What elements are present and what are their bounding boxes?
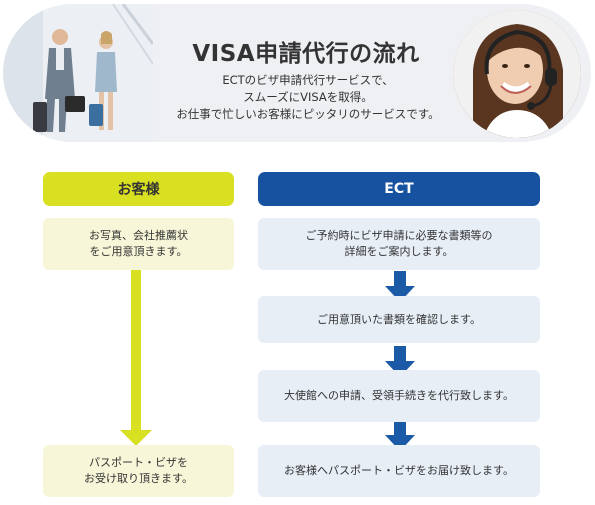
business-travelers-photo (3, 4, 153, 142)
step-text: ご用意頂いた書類を確認します。 (317, 312, 481, 326)
description-line: ECTのビザ申請代行サービスで、 (222, 73, 394, 87)
ect-arrow-down-icon (394, 271, 406, 287)
step-text: お受け取り頂きます。 (84, 472, 193, 485)
step-text: をご用意頂きます。 (89, 245, 188, 258)
page-title: VISA申請代行の流れ (192, 41, 420, 67)
ect-step-1: ご予約時にビザ申請に必要な書類等の 詳細をご案内します。 (258, 218, 540, 270)
step-text: 大使館への申請、受領手続きを代行致します。 (284, 389, 514, 402)
description-line: スムーズにVISAを取得。 (243, 90, 373, 104)
customer-step-1: お写真、会社推薦状 をご用意頂きます。 (43, 218, 234, 270)
banner-description: ECTのビザ申請代行サービスで、 スムーズにVISAを取得。 お仕事で忙しいお客… (153, 72, 463, 123)
customer-step-2: パスポート・ビザを お受け取り頂きます。 (43, 445, 234, 497)
ect-column-header: ECT (258, 172, 540, 206)
ect-step-3: 大使館への申請、受領手続きを代行致します。 (258, 370, 540, 422)
ect-step-2: ご用意頂いた書類を確認します。 (258, 296, 540, 343)
step-text: パスポート・ビザを (89, 456, 188, 469)
ect-arrow-down-icon (394, 421, 406, 436)
step-text: お客様へパスポート・ビザをお届け致します。 (284, 464, 514, 477)
customer-flow-line (131, 270, 141, 430)
step-text: お写真、会社推薦状 (89, 229, 188, 242)
operator-headset-photo (453, 10, 581, 138)
customer-arrow-down-icon (120, 430, 152, 446)
ect-step-4: お客様へパスポート・ビザをお届け致します。 (258, 445, 540, 497)
step-text: ご予約時にビザ申請に必要な書類等の (305, 229, 493, 242)
step-text: 詳細をご案内します。 (344, 245, 454, 258)
description-line: お仕事で忙しいお客様にピッタリのサービスです。 (176, 107, 440, 121)
hero-banner: VISA申請代行の流れ ECTのビザ申請代行サービスで、 スムーズにVISAを取… (3, 4, 591, 142)
ect-arrow-down-icon (394, 346, 406, 362)
customer-column-header: お客様 (43, 172, 234, 206)
